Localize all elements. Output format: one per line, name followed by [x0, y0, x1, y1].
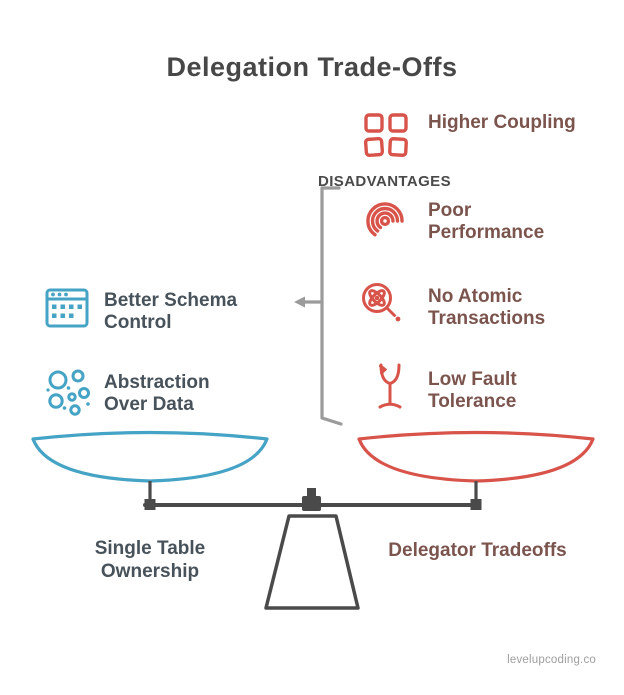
right-pan-label: Delegator Tradeoffs	[388, 540, 567, 561]
right-pan	[357, 430, 595, 483]
performance-spiral-icon	[366, 202, 404, 237]
item-higher-coupling: Higher Coupling	[428, 112, 576, 133]
item-abstraction-over-data: Abstraction Over Data	[104, 372, 210, 415]
page-title: Delegation Trade-Offs	[166, 52, 458, 82]
watermark: levelupcoding.co	[507, 654, 596, 666]
left-pan-label: Single Table Ownership	[94, 538, 206, 582]
data-nodes-icon	[46, 369, 90, 416]
item-low-fault-tolerance: Low Fault Tolerance	[428, 369, 517, 412]
item-no-atomic-transactions: No Atomic Transactions	[428, 286, 546, 329]
pivot-knot	[302, 496, 321, 511]
bracket-arrow-left	[294, 296, 305, 308]
fulcrum	[264, 514, 360, 610]
left-pan	[31, 430, 269, 483]
coupling-squares-icon	[363, 113, 408, 158]
disadvantages-header-text: DISADVANTAGES	[318, 173, 451, 190]
atom-magnifier-icon	[362, 283, 401, 322]
item-better-schema-control: Better Schema Control	[104, 290, 238, 333]
broken-glass-icon	[378, 363, 402, 409]
item-poor-performance: Poor Performance	[428, 200, 545, 243]
group-bracket	[294, 186, 343, 426]
balance-scale	[31, 430, 595, 610]
schema-table-icon	[45, 288, 89, 328]
